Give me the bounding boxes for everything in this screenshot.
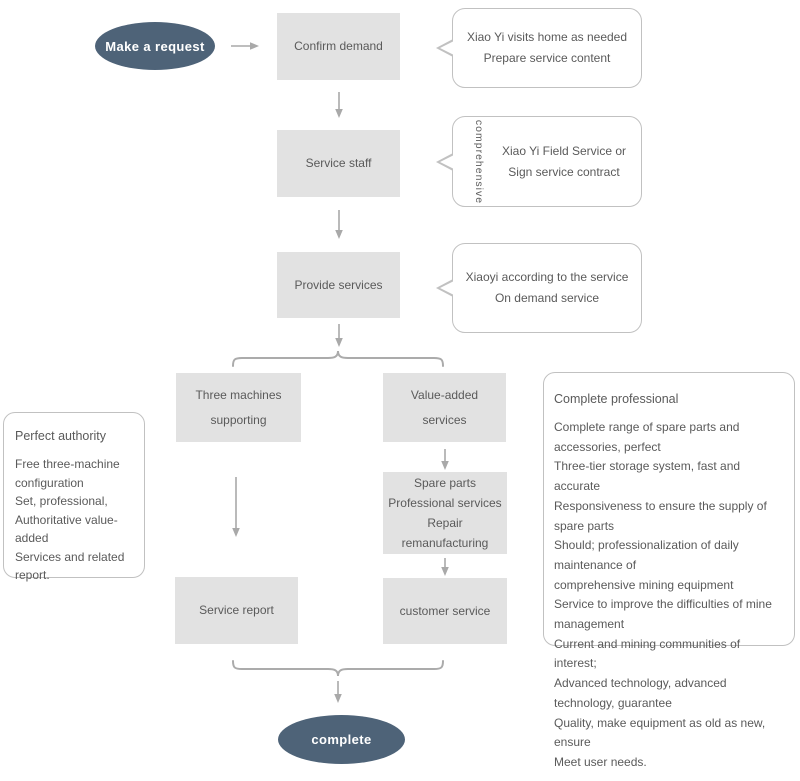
process-box-label-line: supporting [210, 412, 267, 427]
process-box-label-line: Value-added [410, 387, 479, 402]
note-title: Complete professional [554, 392, 679, 406]
note-line: Authoritative value-added [15, 512, 118, 546]
process-box-label-line: Three machines [195, 387, 282, 402]
vertical-label-comprehensive: comprehensive [473, 119, 485, 204]
note-line: Advanced technology, advanced technology… [554, 676, 727, 710]
callout-text-line: Xiao Yi Field Service or [501, 143, 627, 158]
callout-pointer-fill [440, 281, 454, 295]
process-box-confirm-demand: Confirm demand [277, 13, 400, 80]
process-box-provide-services: Provide services [277, 252, 400, 318]
note-line: Complete range of spare parts and access… [554, 420, 740, 454]
note-title: Perfect authority [15, 429, 107, 443]
process-box-label-line: Professional services [388, 496, 502, 510]
arrow-down-icon-valueadd-to-spare [441, 449, 449, 470]
callout-pointer-fill [440, 154, 454, 169]
process-box-three-machines: Three machines supporting [176, 373, 301, 442]
arrow-down-icon-spare-to-customer [441, 558, 449, 576]
process-box-label: Service report [199, 603, 274, 617]
note-line: Quality, make equipment as old as new, e… [554, 715, 766, 750]
process-box-spare-parts: Spare parts Professional services Repair… [383, 472, 507, 554]
process-box-label-line: Spare parts [413, 476, 477, 490]
note-line: Should; professionalization of daily mai… [554, 538, 739, 572]
callout-pointer-fill [440, 41, 454, 55]
note-perfect-authority: Perfect authority Free three-machine con… [3, 412, 145, 582]
arrow-down-icon-merge-to-complete [334, 681, 342, 703]
end-node-label: complete [311, 732, 372, 747]
merge-brace [232, 660, 444, 677]
note-line: report. [15, 568, 50, 582]
process-box-label: Confirm demand [294, 39, 383, 53]
note-line: Current and mining communities of intere… [554, 636, 741, 671]
note-line: Set, professional, [15, 494, 108, 508]
note-line: comprehensive mining equipment [554, 577, 734, 592]
note-line: Three-tier storage system, fast and accu… [554, 459, 741, 494]
process-box-service-report: Service report [175, 577, 298, 644]
process-box-label: Service staff [305, 156, 372, 170]
end-node: complete [278, 715, 405, 764]
callout-text-line: On demand service [494, 291, 600, 305]
callout-provide-services: Xiaoyi according to the service On deman… [436, 243, 642, 333]
note-line: Service to improve the difficulties of m… [554, 597, 772, 632]
callout-confirm-demand: Xiao Yi visits home as needed Prepare se… [436, 8, 642, 88]
start-node: Make a request [95, 22, 215, 70]
process-box-service-staff: Service staff [277, 130, 400, 197]
note-line: Free three-machine configuration [15, 457, 120, 490]
start-node-label: Make a request [105, 38, 205, 54]
arrow-down-icon-three-to-report [232, 477, 240, 537]
callout-service-staff: comprehensive Xiao Yi Field Service or S… [436, 116, 642, 207]
arrow-right-icon [231, 42, 259, 50]
callout-text-line: Xiao Yi visits home as needed [466, 30, 628, 44]
split-brace [232, 350, 444, 367]
process-box-label-line: services [422, 412, 467, 427]
process-box-label: Provide services [294, 277, 383, 292]
arrow-down-icon-staff-to-provide [335, 210, 343, 239]
note-line: Responsiveness to ensure the supply of s… [554, 498, 767, 533]
callout-text-line: Prepare service content [483, 51, 611, 65]
process-box-label-line: Repair remanufacturing [401, 516, 489, 550]
note-complete-professional: Complete professional Complete range of … [543, 372, 795, 769]
arrow-down-icon-confirm-to-staff [335, 92, 343, 118]
note-line: Meet user needs. [554, 754, 647, 769]
callout-text-line: Xiaoyi according to the service [465, 270, 629, 284]
note-line: Services and related [15, 549, 125, 564]
process-box-customer-service: customer service [383, 578, 507, 644]
process-box-label: customer service [399, 603, 491, 618]
arrow-down-icon-provide-to-split [335, 324, 343, 347]
callout-text-line: Sign service contract [508, 164, 620, 179]
process-box-value-added: Value-added services [383, 373, 506, 442]
